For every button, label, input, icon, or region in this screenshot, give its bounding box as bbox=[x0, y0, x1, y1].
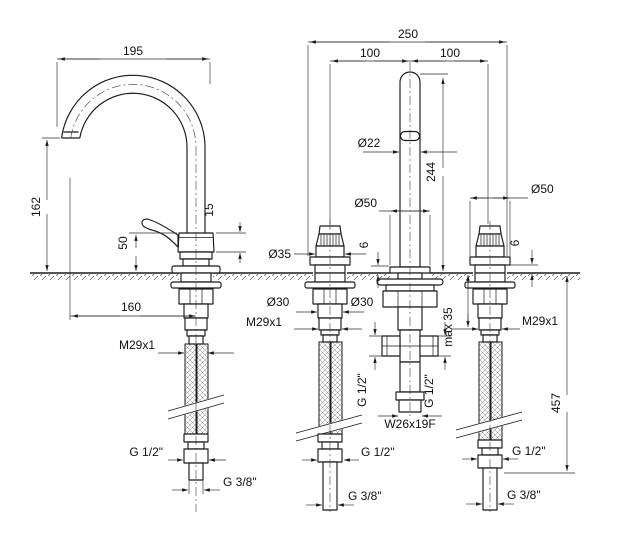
lever-handle bbox=[141, 218, 179, 248]
dim-label-faucet-thread: M29x1 bbox=[119, 338, 155, 352]
dim-label-handle-base-diameter: Ø50 bbox=[531, 182, 554, 196]
spout-outer-curve bbox=[61, 74, 206, 233]
dim-label-spout-base-height: 6 bbox=[357, 241, 371, 248]
spout-front-view bbox=[376, 71, 444, 413]
deck-hatch bbox=[507, 274, 580, 280]
flexible-hose bbox=[318, 341, 331, 435]
dim-label-left-handle-hose-nut: G 1/2" bbox=[361, 445, 395, 459]
dim-label-outlet-reach: 160 bbox=[121, 300, 141, 314]
dim-label-spacing-right: 100 bbox=[440, 46, 460, 60]
right-handle-view bbox=[454, 225, 524, 511]
spout-inner-curve bbox=[79, 92, 188, 233]
dim-label-right-handle-hose-end: G 3/8" bbox=[507, 488, 541, 502]
dim-label-spout-shank-diameter: Ø30 bbox=[351, 295, 374, 309]
dim-label-column-height: 244 bbox=[424, 162, 438, 182]
dim-label-spacing-left: 100 bbox=[360, 46, 380, 60]
dim-label-right-handle-hose-nut: G 1/2" bbox=[512, 444, 546, 458]
countertop-line bbox=[30, 272, 580, 280]
dim-label-faucet-hose-end: G 3/8" bbox=[223, 475, 257, 489]
dim-label-spout-base-diameter: Ø50 bbox=[354, 196, 377, 210]
dim-label-left-handle-hose-end: G 3/8" bbox=[348, 489, 382, 503]
deck-hatch bbox=[347, 274, 390, 280]
flexible-hose bbox=[196, 343, 209, 435]
dim-label-handle-shank-diameter: Ø30 bbox=[267, 295, 290, 309]
dim-label-max-deck-thickness: max 35 bbox=[441, 307, 455, 347]
deck-hatch bbox=[213, 274, 313, 280]
hose-tail bbox=[322, 461, 338, 511]
deck-hatch bbox=[30, 274, 179, 280]
dim-label-handle-base-height: 6 bbox=[508, 239, 522, 246]
dim-label-hose-length: 457 bbox=[549, 393, 563, 413]
spout-centerline-arc bbox=[70, 84, 197, 148]
dim-label-spout-tail-thread: W26x19F bbox=[384, 417, 435, 431]
left-handle-view bbox=[294, 225, 364, 511]
hose-break-mark bbox=[454, 411, 524, 439]
dim-label-spout-height: 162 bbox=[29, 197, 43, 217]
dim-label-cartridge-height: 15 bbox=[202, 203, 216, 217]
dim-label-spout-port-left: G 1/2" bbox=[355, 373, 369, 407]
dim-label-left-handle-thread: M29x1 bbox=[246, 315, 282, 329]
centerlines bbox=[70, 62, 491, 512]
flexible-hose bbox=[184, 343, 197, 435]
dim-label-spout-projection: 195 bbox=[123, 44, 143, 58]
dim-label-faucet-hose-nut: G 1/2" bbox=[129, 445, 163, 459]
dimension-lines bbox=[42, 40, 575, 507]
dimension-labels: 195 250 100 100 162 50 15 160 M29x1 G 1/… bbox=[29, 27, 563, 503]
dim-label-column-diameter: Ø22 bbox=[358, 136, 381, 150]
dim-label-spout-port-right: G 1/2" bbox=[422, 374, 436, 408]
dim-label-overall-width: 250 bbox=[398, 27, 418, 41]
dim-label-handle-top-diameter: Ø35 bbox=[268, 247, 291, 261]
dim-label-handle-height: 50 bbox=[116, 236, 130, 250]
flexible-hose bbox=[330, 341, 343, 435]
hose-break-mark bbox=[294, 414, 364, 442]
dim-label-right-handle-thread: M29x1 bbox=[522, 314, 558, 328]
deck-hatch bbox=[430, 274, 473, 280]
